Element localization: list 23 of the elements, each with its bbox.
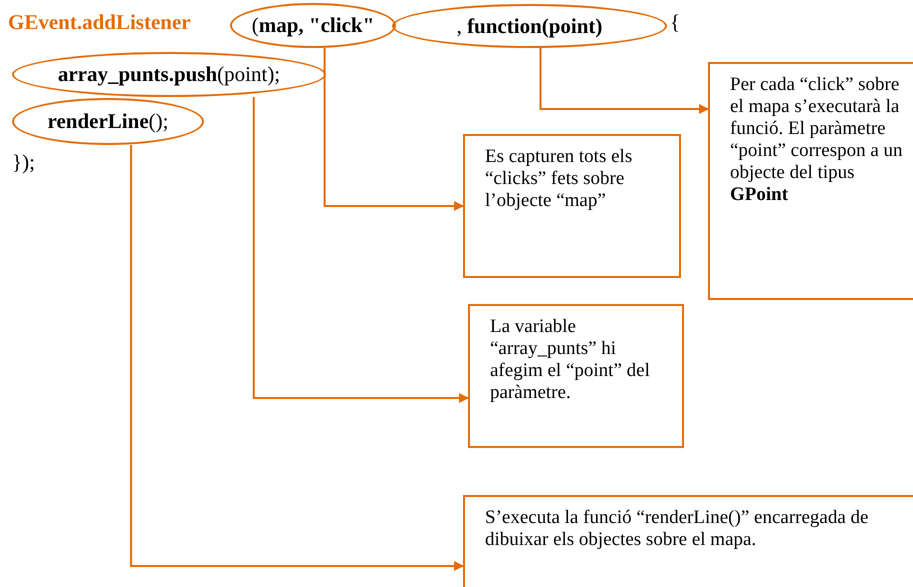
callout-text: Per cada “click” sobre el mapa s’executarà la funció. El paràmetre “point” correspon a un objecte del tipus GPoint xyxy=(730,74,904,206)
code-text: (map, "click" xyxy=(252,13,374,38)
ellipse-highlight xyxy=(12,52,326,97)
ellipse-highlight xyxy=(230,3,396,48)
code-text: { xyxy=(670,10,680,35)
code-text: }); xyxy=(12,150,35,175)
ellipse-highlight xyxy=(392,4,667,48)
arrow xyxy=(130,145,464,571)
code-text: GEvent.addListener xyxy=(8,10,191,35)
callout-text: Es capturen tots els “clicks” fets sobre l’objecte “map” xyxy=(485,146,634,212)
ellipse-highlight xyxy=(12,98,204,145)
callout-text: La variable “array_punts” hi afegim el “point” del paràmetre. xyxy=(490,316,651,404)
arrow xyxy=(324,48,464,211)
callout-box xyxy=(463,134,681,278)
callout-box xyxy=(708,62,913,300)
code-text: renderLine(); xyxy=(48,109,168,134)
code-text: , function(point) xyxy=(456,14,602,38)
arrow xyxy=(252,97,469,403)
arrow xyxy=(540,48,709,114)
callout-box xyxy=(463,495,913,587)
code-text: array_punts.push(point); xyxy=(58,62,280,87)
callout-box xyxy=(468,304,684,448)
callout-text: S’executa la funció “renderLine()” encarregada de dibuixar els objectes sobre el mapa. xyxy=(485,507,870,551)
